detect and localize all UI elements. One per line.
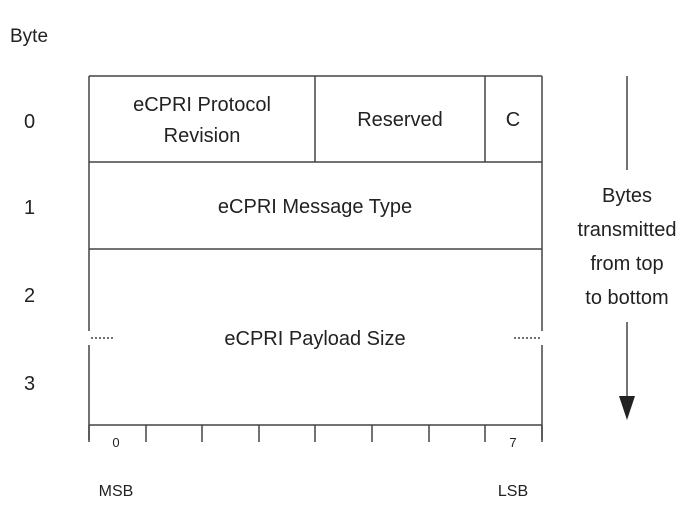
- byte-index-2: 2: [24, 285, 35, 307]
- byte-index-1: 1: [24, 197, 35, 219]
- field-reserved: Reserved: [357, 109, 443, 131]
- field-message-type: eCPRI Message Type: [218, 196, 412, 218]
- bit-label-first: 0: [112, 435, 119, 450]
- byte-column-heading: Byte: [10, 26, 48, 47]
- transmission-note-line3: from top: [590, 253, 663, 275]
- msb-label: MSB: [99, 483, 134, 500]
- byte-index-0: 0: [24, 111, 35, 133]
- transmission-note-line4: to bottom: [585, 287, 668, 309]
- transmission-note-line1: Bytes: [602, 185, 652, 207]
- field-payload-size: eCPRI Payload Size: [224, 328, 405, 350]
- header-frame: [88, 75, 543, 440]
- lsb-label: LSB: [498, 483, 528, 500]
- transmission-note-line2: transmitted: [578, 219, 677, 241]
- transmission-arrow-head: [619, 396, 635, 420]
- field-protocol-revision-line1: eCPRI Protocol: [133, 94, 271, 116]
- byte-index-3: 3: [24, 373, 35, 395]
- bit-ruler: [88, 425, 543, 442]
- field-c-flag: C: [506, 109, 520, 131]
- field-protocol-revision-line2: Revision: [164, 125, 241, 147]
- bit-label-last: 7: [509, 435, 516, 450]
